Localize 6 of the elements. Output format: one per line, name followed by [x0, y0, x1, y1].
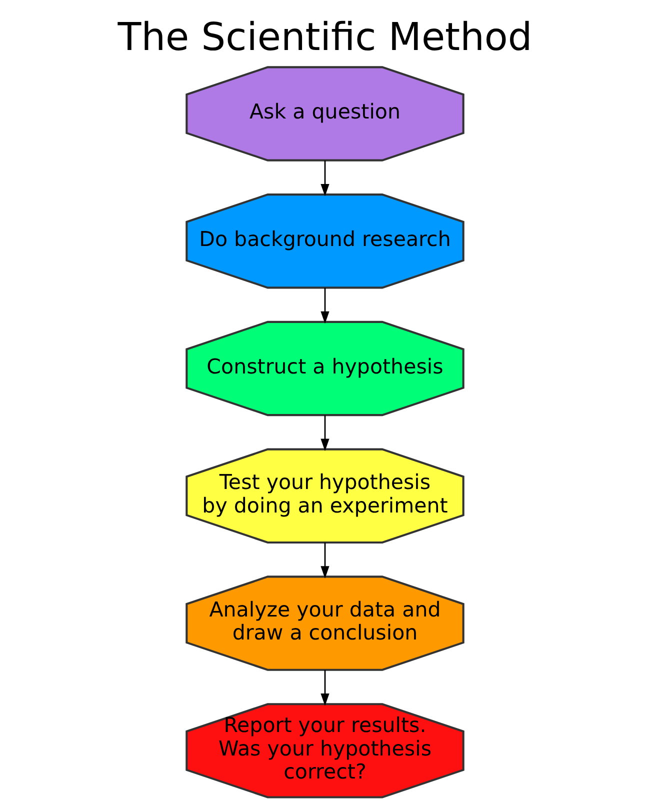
- diagram-title: The Scientific Method: [118, 14, 532, 60]
- arrow: [320, 670, 330, 706]
- arrow: [320, 288, 330, 324]
- arrow: [320, 160, 330, 196]
- arrow: [320, 415, 330, 452]
- arrow: [320, 542, 330, 578]
